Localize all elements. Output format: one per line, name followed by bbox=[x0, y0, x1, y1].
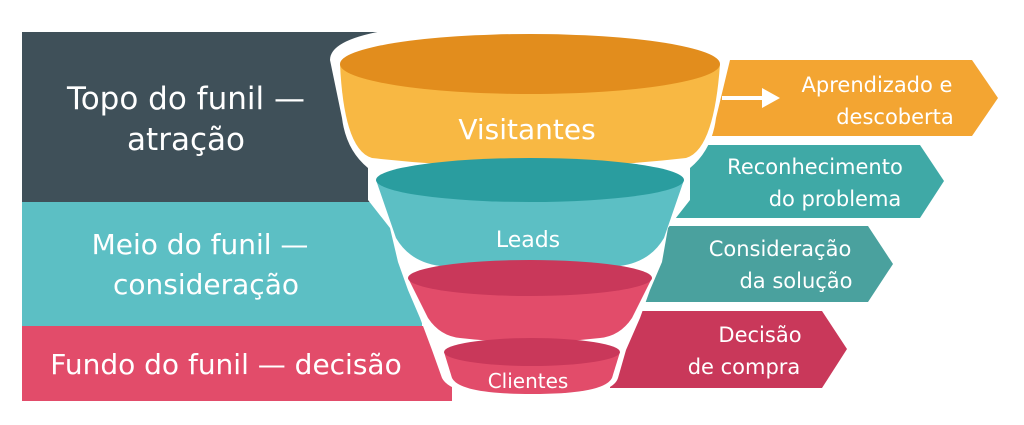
funnel-third-rim bbox=[408, 260, 652, 296]
arrow-solution bbox=[640, 226, 893, 302]
funnel-label-leads: Leads bbox=[496, 228, 560, 253]
funnel-third-body bbox=[408, 278, 652, 342]
arrow-problem bbox=[670, 145, 944, 218]
arrow-solution-line1: Consideração bbox=[709, 237, 852, 261]
funnel-leads-body bbox=[376, 180, 684, 270]
arrow-problem-line2: do problema bbox=[769, 187, 902, 211]
arrow-learning-line2: descoberta bbox=[836, 105, 954, 129]
band-middle bbox=[22, 202, 422, 326]
arrow-decision-line2: de compra bbox=[688, 355, 801, 379]
funnel-leads-rim bbox=[376, 158, 684, 202]
band-bottom-text: Fundo do funil — decisão bbox=[50, 348, 401, 381]
funnel-bottom-rim bbox=[444, 338, 620, 366]
funnel-label-clientes: Clientes bbox=[488, 369, 569, 393]
arrow-solution-line2: da solução bbox=[739, 269, 852, 293]
band-middle-line1: Meio do funil — bbox=[92, 228, 309, 261]
arrow-head-icon bbox=[762, 88, 780, 108]
arrow-decision bbox=[610, 311, 847, 388]
arrow-decision-line1: Decisão bbox=[718, 323, 801, 347]
band-bottom bbox=[22, 326, 452, 401]
arrow-learning bbox=[700, 60, 998, 136]
band-middle-line2: consideração bbox=[113, 268, 299, 301]
funnel-label-visitantes: Visitantes bbox=[458, 113, 595, 146]
band-top-line1: Topo do funil — bbox=[66, 81, 305, 117]
arrow-problem-line1: Reconhecimento bbox=[727, 155, 903, 179]
band-top-line2: atração bbox=[127, 122, 245, 158]
arrow-learning-line1: Aprendizado e bbox=[802, 73, 953, 97]
funnel-top-rim bbox=[340, 34, 720, 94]
